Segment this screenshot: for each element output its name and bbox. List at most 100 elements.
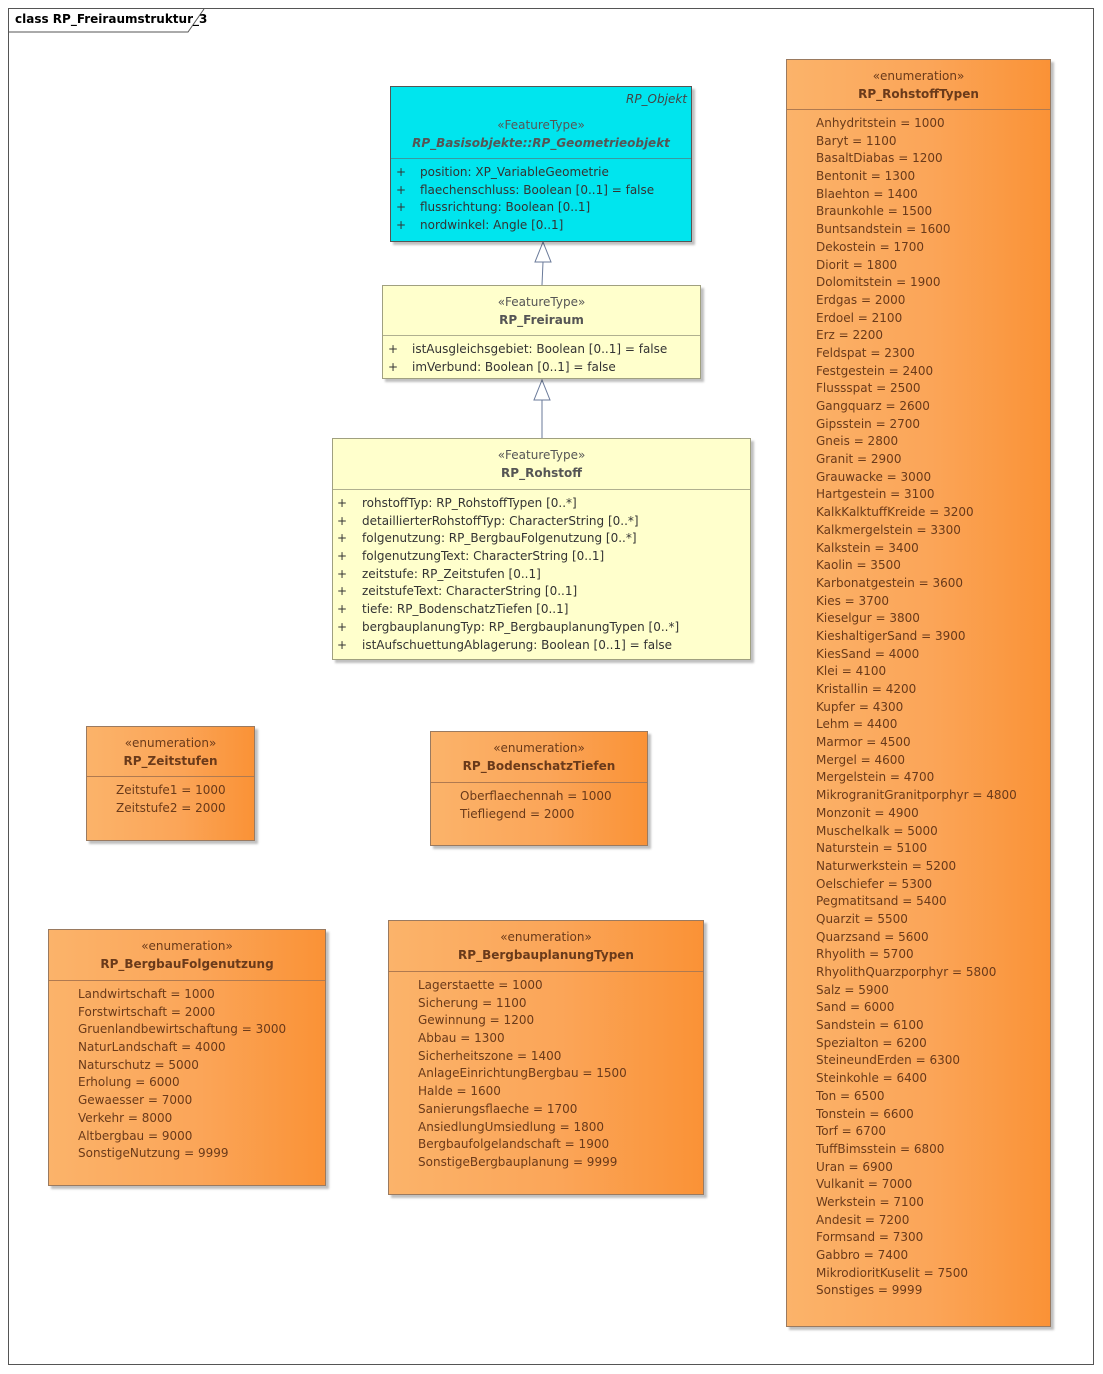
enum-value: Gneis = 2800 <box>816 434 899 449</box>
visibility-marker: + <box>395 200 407 215</box>
enum-value: RhyolithQuarzporphyr = 5800 <box>816 965 997 979</box>
attribute-row: + istAusgleichsgebiet: Boolean [0..1] = f… <box>383 341 700 359</box>
class-rp-rohstoff[interactable]: «FeatureType» RP_Rohstoff + rohstoffTyp: … <box>332 438 751 660</box>
enum-value: Gruenlandbewirtschaftung = 3000 <box>78 1022 287 1037</box>
visibility-marker: + <box>395 218 407 233</box>
enum-value: Kies = 3700 <box>816 593 890 608</box>
visibility-marker: + <box>336 549 348 564</box>
class-name: RP_Basisobjekte::RP_Geometrieobjekt <box>412 136 670 150</box>
enum-value: Gewinnung = 1200 <box>418 1013 535 1028</box>
attribute-text: zeitstufeText: CharacterString [0..1] <box>362 584 578 599</box>
attribute-text: rohstoffTyp: RP_RohstoffTypen [0..*] <box>362 496 577 510</box>
enum-value: Bergbaufolgelandschaft = 1900 <box>418 1137 610 1152</box>
enum-value: Naturstein = 5100 <box>816 841 928 856</box>
enum-value: Quarzsand = 5600 <box>816 929 929 944</box>
visibility-marker: + <box>336 513 348 528</box>
visibility-marker: + <box>336 496 348 510</box>
enum-value: AnlageEinrichtungBergbau = 1500 <box>418 1066 627 1081</box>
enum-value: Klei = 4100 <box>816 664 887 679</box>
enum-value: Erdoel = 2100 <box>816 310 903 325</box>
class-header: «FeatureType» RP_Basisobjekte::RP_Geomet… <box>391 87 691 159</box>
stereotype-label: «enumeration» <box>141 939 233 953</box>
enum-value: TuffBimsstein = 6800 <box>816 1141 945 1156</box>
attribute-row: +imVerbund: Boolean [0..1] = false <box>383 359 700 377</box>
enum-value: Formsand = 7300 <box>816 1230 924 1245</box>
parent-package-label: RP_Objekt <box>625 92 687 106</box>
enum-value: Sandstein = 6100 <box>816 1018 924 1033</box>
attribute-row: + detaillierterRohstoffTyp: CharacterStri… <box>333 513 750 531</box>
enum-name: RP_Zeitstufen <box>123 754 218 768</box>
enum-value: Abbau = 1300 <box>418 1031 505 1046</box>
attribute-list: + rohstoffTyp: RP_RohstoffTypen [0..*] + d… <box>333 490 750 654</box>
enum-value: Landwirtschaft = 1000 <box>78 987 215 1001</box>
enum-value: Kupfer = 4300 <box>816 699 904 714</box>
enum-value: BasaltDiabas = 1200 <box>816 151 943 166</box>
enum-value: Verkehr = 8000 <box>78 1110 173 1125</box>
enum-header: «enumeration» RP_Zeitstufen <box>87 727 254 777</box>
enum-value: Sonstiges = 9999 <box>816 1283 923 1298</box>
enum-rp-rohstofftypen[interactable]: «enumeration» RP_RohstoffTypen Anhydrits… <box>786 59 1051 1327</box>
enum-value: Buntsandstein = 1600 <box>816 222 951 237</box>
visibility-marker: + <box>395 165 407 179</box>
attribute-row: +tiefe: RP_BodenschatzTiefen [0..1] <box>333 601 750 619</box>
enum-value: Torf = 6700 <box>816 1124 887 1139</box>
class-rp-freiraum[interactable]: «FeatureType» RP_Freiraum + istAusgleichs… <box>382 285 701 379</box>
stereotype-label: «FeatureType» <box>497 295 586 309</box>
attribute-text: position: XP_VariableGeometrie <box>420 165 609 179</box>
class-rp-geometrieobjekt[interactable]: RP_Objekt «FeatureType» RP_Basisobjekte:… <box>390 86 692 242</box>
enum-value: Naturwerkstein = 5200 <box>816 858 957 873</box>
visibility-marker: + <box>336 619 348 634</box>
enum-value: Tonstein = 6600 <box>816 1106 914 1121</box>
enum-value: Baryt = 1100 <box>816 133 897 148</box>
attribute-row: +flussrichtung: Boolean [0..1] <box>391 199 691 217</box>
enum-value: Dekostein = 1700 <box>816 239 924 254</box>
enum-value-list: Lagerstaette = 1000 Sicherung = 1100 Gew… <box>389 972 703 1172</box>
visibility-marker: + <box>387 342 399 356</box>
enum-value: Gabbro = 7400 <box>816 1248 909 1262</box>
stereotype-label: «FeatureType» <box>497 118 585 132</box>
enum-value: Sicherung = 1100 <box>418 995 527 1010</box>
enum-rp-bodenschatztiefen[interactable]: «enumeration» RP_BodenschatzTiefen Oberf… <box>430 731 648 846</box>
stereotype-label: «FeatureType» <box>497 448 586 462</box>
enum-value: Quarzit = 5500 <box>816 911 908 926</box>
enum-rp-bergbauplanungtypen[interactable]: «enumeration» RP_BergbauplanungTypen Lag… <box>388 920 704 1195</box>
enum-value: NaturLandschaft = 4000 <box>78 1040 226 1055</box>
enum-header: «enumeration» RP_BergbauplanungTypen <box>389 921 703 972</box>
class-name: RP_Freiraum <box>499 313 584 327</box>
enum-value: MikrodioritKuselit = 7500 <box>816 1265 969 1280</box>
enum-value: AnsiedlungUmsiedlung = 1800 <box>418 1119 605 1134</box>
enum-value: KieshaltigerSand = 3900 <box>816 628 966 643</box>
enum-value: Ton = 6500 <box>816 1088 885 1103</box>
enum-value: SonstigeBergbauplanung = 9999 <box>418 1154 618 1169</box>
attribute-row: + flaechenschluss: Boolean [0..1] = false <box>391 182 691 200</box>
enum-value: Erz = 2200 <box>816 328 884 343</box>
attribute-row: + position: XP_VariableGeometrie <box>391 164 691 182</box>
enum-rp-zeitstufen[interactable]: «enumeration» RP_Zeitstufen Zeitstufe1 =… <box>86 726 255 841</box>
enum-value: Mergel = 4600 <box>816 752 906 767</box>
visibility-marker: + <box>395 182 407 197</box>
attribute-row: +bergbauplanungTyp: RP_BergbauplanungTyp… <box>333 619 750 637</box>
enum-header: «enumeration» RP_RohstoffTypen <box>787 60 1050 110</box>
attribute-text: flaechenschluss: Boolean [0..1] = false <box>420 182 655 197</box>
enum-value: Steinkohle = 6400 <box>816 1071 928 1086</box>
enum-value: Kristallin = 4200 <box>816 682 917 696</box>
enum-value: Andesit = 7200 <box>816 1212 910 1227</box>
attribute-row: +zeitstufeText: CharacterString [0..1] <box>333 583 750 601</box>
class-name: RP_Rohstoff <box>501 466 582 480</box>
enum-value: Pegmatitsand = 5400 <box>816 894 947 909</box>
enum-value: Karbonatgestein = 3600 <box>816 575 964 590</box>
attribute-row: + rohstoffTyp: RP_RohstoffTypen [0..*] <box>333 495 750 513</box>
enum-value: Kaolin = 3500 <box>816 558 901 573</box>
diagram-title: class RP_Freiraumstruktur_3 <box>15 12 208 26</box>
attribute-text: istAusgleichsgebiet: Boolean [0..1] = fa… <box>412 342 668 356</box>
attribute-text: detaillierterRohstoffTyp: CharacterStrin… <box>362 513 639 528</box>
enum-value: Grauwacke = 3000 <box>816 469 932 484</box>
visibility-marker: + <box>387 359 399 374</box>
enum-rp-bergbaufolgenutzung[interactable]: «enumeration» RP_BergbauFolgenutzung Lan… <box>48 929 326 1186</box>
enum-value: Anhydritstein = 1000 <box>816 116 945 130</box>
title-tab-outline <box>8 8 205 33</box>
enum-value: Granit = 2900 <box>816 452 902 467</box>
stereotype-label: «enumeration» <box>493 741 585 755</box>
